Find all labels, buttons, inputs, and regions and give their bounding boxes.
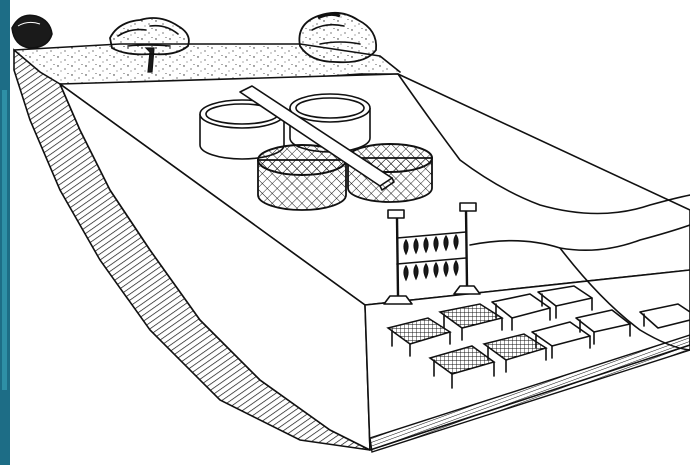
bush-left (12, 15, 52, 48)
bush-right (299, 13, 376, 62)
left-edge-highlight (2, 90, 7, 390)
